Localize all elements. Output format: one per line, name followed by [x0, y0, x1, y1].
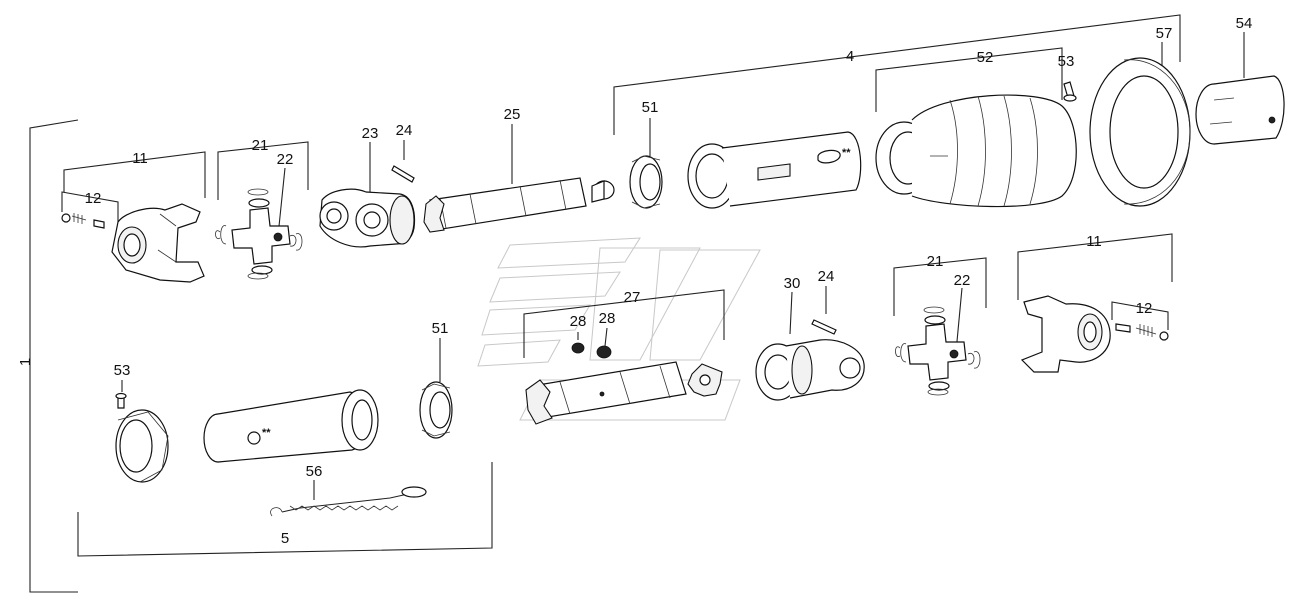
screw-53-top: [1063, 81, 1077, 102]
label-23: 23: [362, 125, 379, 142]
label-51-bottom: 51: [432, 320, 449, 337]
shield-cone-57: [1089, 57, 1191, 207]
label-11-left: 11: [132, 150, 148, 167]
label-25: 25: [504, 106, 521, 123]
label-27: 27: [624, 289, 641, 306]
label-21-right: 21: [927, 253, 944, 270]
callout-21-right: 21: [893, 253, 987, 316]
spring-pin-left: [391, 165, 415, 183]
inner-profile-tube-25: [423, 177, 587, 233]
callout-22-right: 22: [954, 272, 971, 353]
label-30: 30: [784, 275, 801, 292]
label-28-a: 28: [570, 313, 587, 330]
callout-23: 23: [362, 125, 379, 200]
bearing-ring-51-top: [629, 155, 663, 209]
yoke-right: [1020, 295, 1111, 373]
screw-53-bottom: [115, 392, 127, 409]
star-marker-top: **: [842, 147, 851, 159]
label-22-left: 22: [277, 151, 294, 168]
label-12-right: 12: [1136, 300, 1153, 317]
shield-cone-bottom: [115, 409, 169, 483]
label-52: 52: [977, 49, 994, 66]
label-28-b: 28: [599, 310, 616, 327]
bracket-5: 5: [77, 462, 493, 557]
callout-11-right: 11: [1017, 233, 1173, 300]
bearing-ring-51-bottom: [419, 381, 453, 439]
label-24-left: 24: [396, 122, 413, 139]
label-53-bottom: 53: [114, 362, 131, 379]
callout-12-left: 12: [61, 190, 119, 222]
callout-53-bottom: 53: [114, 362, 131, 392]
callout-24-right: 24: [818, 268, 835, 314]
callout-57: 57: [1156, 25, 1173, 66]
sleeve-54: [1195, 75, 1285, 145]
label-22-right: 22: [954, 272, 971, 289]
label-54: 54: [1236, 15, 1253, 32]
label-4: 4: [846, 48, 854, 65]
callout-53-top: 53: [1058, 53, 1075, 70]
star-nut: [687, 363, 723, 397]
callout-56: 56: [306, 463, 323, 500]
callout-24-left: 24: [396, 122, 413, 160]
label-24-right: 24: [818, 268, 835, 285]
label-57: 57: [1156, 25, 1173, 42]
label-1: 1: [17, 358, 34, 366]
callout-22-left: 22: [277, 151, 294, 237]
outer-profile-tube-27: [525, 361, 687, 425]
inner-yoke-23: [319, 188, 416, 248]
callout-52: 52: [875, 47, 1063, 112]
callout-28-b: 28: [599, 310, 616, 347]
label-53-top: 53: [1058, 53, 1075, 70]
callout-28-a: 28: [570, 313, 587, 340]
label-11-right: 11: [1086, 233, 1102, 250]
bracket-1: 1: [17, 119, 79, 593]
callout-51-top: 51: [642, 99, 659, 156]
label-51-top: 51: [642, 99, 659, 116]
cross-journal-right: [895, 306, 981, 396]
guard-tube-top: **: [687, 131, 862, 209]
bushing-small: [591, 180, 615, 203]
yoke-left: [111, 203, 205, 283]
label-5: 5: [281, 530, 289, 547]
callout-12-right: 12: [1111, 300, 1169, 330]
bracket-4: 4: [613, 14, 1181, 135]
callout-25: 25: [504, 106, 521, 184]
inner-yoke-30: [755, 339, 865, 401]
grease-nipple-right: [1115, 323, 1169, 341]
guard-tube-bottom: **: [203, 389, 379, 463]
callout-11-left: 11: [63, 150, 206, 198]
safety-chain-56: [270, 486, 427, 517]
callout-27: 27: [523, 289, 725, 358]
callout-54: 54: [1236, 15, 1253, 78]
label-12-left: 12: [85, 190, 102, 207]
plugs-28: [571, 342, 612, 359]
spring-pin-right: [811, 319, 837, 335]
callout-30: 30: [784, 275, 801, 335]
cross-journal-left: [215, 188, 303, 280]
callout-21-left: 21: [217, 137, 309, 200]
label-56: 56: [306, 463, 323, 480]
star-marker-bottom: **: [262, 427, 271, 439]
grease-nipple-left: [61, 213, 105, 229]
callout-51-bottom: 51: [432, 320, 449, 382]
protection-boot-52: [875, 94, 1077, 208]
label-21-left: 21: [252, 137, 269, 154]
